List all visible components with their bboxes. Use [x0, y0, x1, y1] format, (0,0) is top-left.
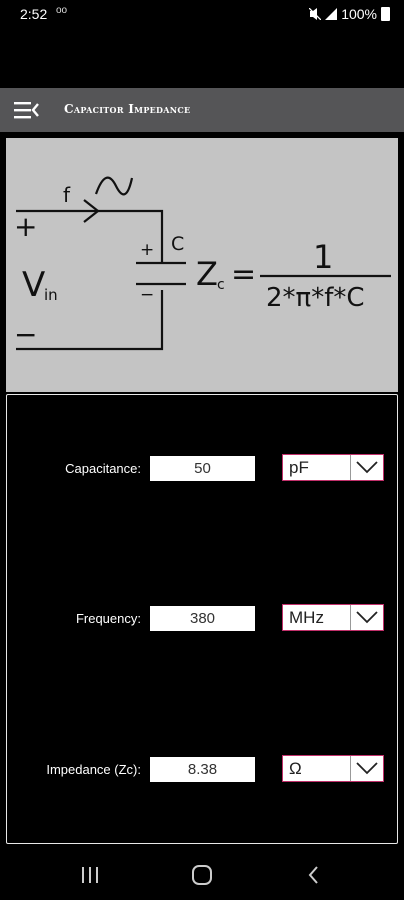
cap-plus: + [140, 240, 154, 260]
circuit-svg: f C + − + − V in Z c = 1 2*π*f*C [14, 176, 391, 351]
select-divider [350, 756, 351, 781]
cap-label: C [171, 233, 184, 255]
z-sub: c [217, 277, 225, 293]
signal-icon [325, 8, 338, 20]
impedance-label: Impedance (Zc): [46, 762, 141, 777]
circuit-diagram: f C + − + − V in Z c = 1 2*π*f*C [6, 138, 398, 392]
frequency-unit-select[interactable]: MHz [282, 604, 384, 631]
impedance-output[interactable]: 8.38 [150, 757, 255, 782]
capacitance-unit-value: pF [289, 458, 309, 477]
mute-icon [309, 8, 322, 20]
status-bar: 2:52 oo 100% [0, 0, 404, 30]
status-time: 2:52 [20, 6, 48, 22]
z-main: Z [196, 255, 218, 293]
recent-apps-icon[interactable] [78, 864, 102, 886]
frequency-unit-value: MHz [289, 608, 324, 627]
app-title: Capacitor Impedance [64, 102, 191, 116]
capacitance-row: Capacitance: 50 pF [7, 454, 397, 482]
chevron-down-icon [356, 461, 378, 474]
system-nav-bar [0, 848, 404, 900]
capacitance-label: Capacitance: [65, 461, 141, 476]
calculator-panel: Capacitance: 50 pF Frequency: 380 MHz Im… [6, 394, 398, 844]
cap-minus: − [140, 285, 154, 305]
chevron-down-icon [356, 762, 378, 775]
impedance-unit-select[interactable]: Ω [282, 755, 384, 782]
back-icon[interactable] [302, 864, 326, 886]
vin-sub: in [44, 286, 58, 304]
chevron-down-icon [356, 611, 378, 624]
vin-minus: − [14, 318, 37, 351]
frequency-row: Frequency: 380 MHz [7, 604, 397, 632]
capacitance-input[interactable]: 50 [150, 456, 255, 481]
battery-percent: 100% [341, 6, 377, 22]
bottom-wire [16, 290, 164, 351]
sine-wave-icon [94, 176, 134, 196]
vin-main: V [22, 265, 45, 305]
capacitance-unit-select[interactable]: pF [282, 454, 384, 481]
frequency-label: Frequency: [75, 611, 141, 626]
current-arrow-icon [83, 199, 100, 223]
select-divider [350, 605, 351, 630]
denominator: 2*π*f*C [266, 283, 365, 313]
impedance-row: Impedance (Zc): 8.38 Ω [7, 755, 397, 783]
home-icon[interactable] [190, 864, 214, 886]
equals-sign: = [231, 257, 256, 292]
top-wire [16, 209, 164, 263]
frequency-input[interactable]: 380 [150, 606, 255, 631]
numerator: 1 [313, 238, 333, 276]
select-divider [350, 455, 351, 480]
status-right: 100% [309, 6, 390, 22]
freq-label: f [63, 183, 71, 207]
app-bar: Capacitor Impedance [0, 88, 404, 132]
menu-icon[interactable] [14, 100, 40, 120]
vin-plus: + [14, 210, 37, 243]
voicemail-icon: oo [56, 5, 68, 16]
battery-icon [381, 7, 390, 21]
impedance-unit-value: Ω [289, 759, 302, 778]
